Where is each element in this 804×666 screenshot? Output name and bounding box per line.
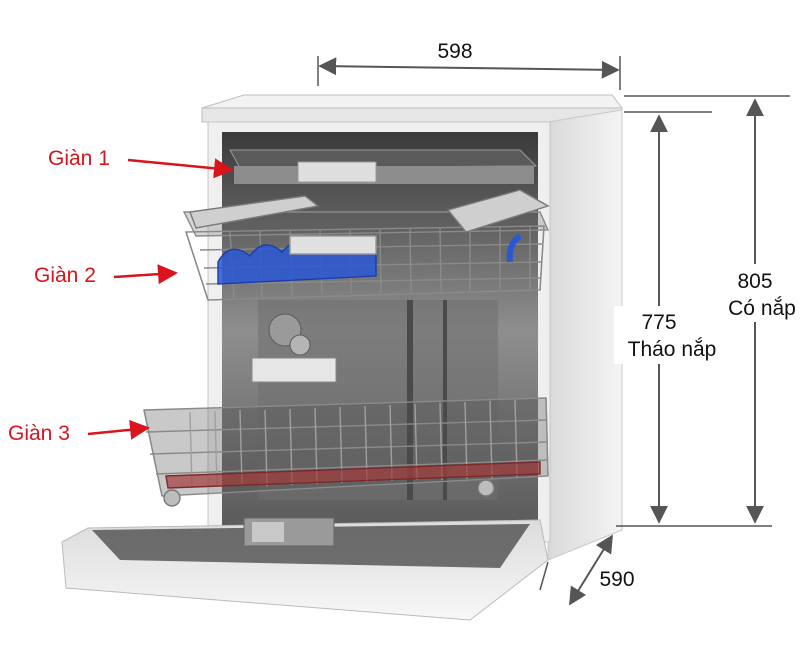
rack-3-label: Giàn 3 [8, 422, 70, 445]
height-without-lid-label-bg [614, 306, 730, 364]
rack-labels: Giàn 1 Giàn 2 Giàn 3 [8, 147, 234, 445]
open-door [61, 517, 549, 621]
width-arrow [318, 57, 620, 79]
rack-1-tray [229, 149, 538, 184]
height-with-lid-value: 805 [737, 270, 772, 293]
height-with-lid-caption: Có nắp [728, 297, 796, 320]
depth-dimension: 590 [539, 534, 635, 606]
depth-extension [539, 561, 549, 591]
width-dimension: 598 [317, 40, 621, 90]
rack-1-label: Giàn 1 [48, 147, 110, 170]
height-without-lid-value: 775 [641, 311, 676, 334]
rack-3-basket [143, 397, 549, 507]
depth-arrow [569, 534, 613, 606]
rack-2-label: Giàn 2 [34, 264, 96, 287]
dishwasher-illustration [61, 94, 623, 621]
width-value: 598 [437, 40, 472, 63]
height-dimensions: 775 Tháo nắp 805 Có nắp [614, 95, 802, 527]
spray-wheel-right [289, 334, 311, 356]
side-panel [547, 109, 623, 561]
rack-3-pointer [87, 419, 150, 440]
height-with-lid-label-bg [716, 264, 802, 322]
back-panel-label [251, 357, 337, 383]
height-without-lid-caption: Tháo nắp [628, 338, 717, 361]
rack-2-pointer [113, 264, 178, 285]
rack-2-basket [182, 189, 550, 301]
rack-1-pointer [127, 158, 234, 179]
depth-value: 590 [599, 568, 634, 591]
